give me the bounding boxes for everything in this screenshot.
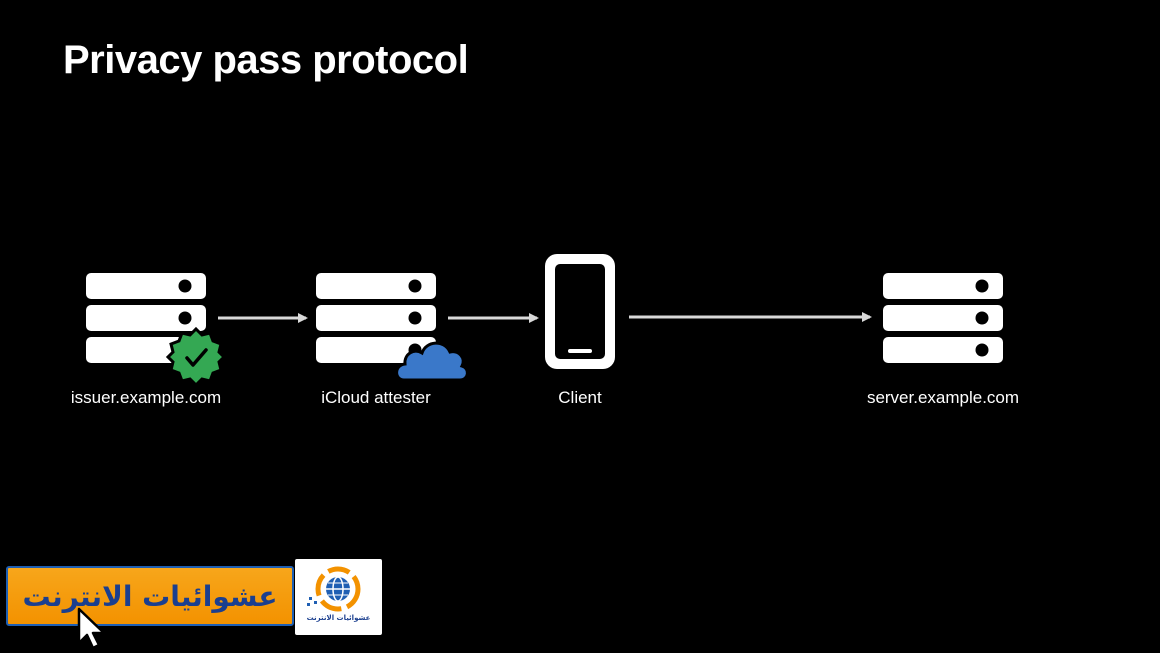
watermark-banner[interactable]: عشوائيات الانترنت <box>6 566 294 626</box>
mouse-cursor-icon <box>77 607 106 650</box>
page-title: Privacy pass protocol <box>63 38 469 82</box>
globe-logo-icon <box>307 566 361 612</box>
watermark-logo: عشوائيات الانترنت <box>295 559 382 635</box>
phone-icon <box>545 254 615 369</box>
server-server-icon <box>883 273 1003 363</box>
node-label-issuer: issuer.example.com <box>70 388 222 407</box>
watermark-text: عشوائيات الانترنت <box>22 579 278 613</box>
node-label-client: Client <box>558 388 602 407</box>
watermark-logo-caption: عشوائيات الانترنت <box>306 614 371 622</box>
attester-server-icon <box>316 273 436 363</box>
node-label-attester: iCloud attester <box>321 388 431 407</box>
cloud-icon <box>395 341 469 382</box>
checkmark-badge-icon <box>165 326 227 388</box>
node-label-server: server.example.com <box>866 388 1020 407</box>
